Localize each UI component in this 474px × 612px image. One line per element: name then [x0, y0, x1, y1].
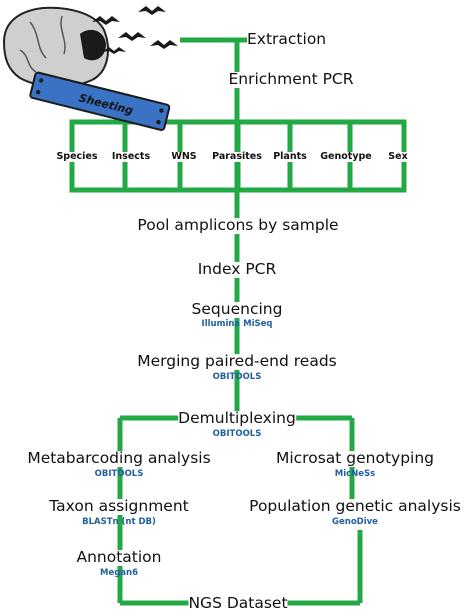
step-microsat-genotyping: Microsat genotyping [275, 449, 435, 467]
sheeting-grommet [159, 108, 164, 113]
step-enrichment-pcr: Enrichment PCR [228, 70, 354, 88]
bat-icon [102, 47, 126, 54]
sheeting-panel [29, 71, 171, 131]
target-insects: Insects [111, 151, 151, 162]
bat-icon [150, 40, 178, 49]
tool-demultiplexing: OBITOOLS [212, 429, 262, 439]
sheeting-grommet [35, 89, 41, 95]
bat-icon [92, 16, 120, 25]
tool-sequencing: Illumina MiSeq [201, 319, 273, 329]
step-metabarcoding: Metabarcoding analysis [27, 449, 211, 467]
cave-entrance [80, 29, 106, 61]
cave-illustration: Sheeting [2, 6, 178, 131]
step-population-genetic-analysis: Population genetic analysis [249, 497, 461, 515]
bat-icon [118, 32, 146, 41]
target-parasites: Parasites [212, 151, 262, 162]
tool-taxon-assignment: BLASTn (nt DB) [82, 517, 156, 527]
tool-metabarcoding: OBITOOLS [94, 469, 144, 479]
tool-population-genetic: GenoDive [332, 517, 378, 527]
tool-merging: OBITOOLS [212, 372, 262, 382]
step-sequencing: Sequencing [191, 300, 283, 318]
bats [92, 6, 178, 54]
tool-microsat: MicNeSs [334, 469, 376, 479]
step-merging: Merging paired-end reads [137, 352, 337, 370]
cave-rock-crack [19, 15, 66, 73]
target-wns: WNS [171, 151, 197, 162]
target-sex: Sex [388, 151, 408, 162]
step-annotation: Annotation [76, 548, 162, 566]
target-species: Species [56, 151, 98, 162]
target-genotype: Genotype [320, 151, 372, 162]
tool-annotation: Megan6 [99, 568, 139, 578]
step-index-pcr: Index PCR [197, 260, 277, 278]
step-demultiplexing: Demultiplexing [178, 409, 296, 427]
step-ngs-dataset: NGS Dataset [188, 594, 288, 612]
step-pool-amplicons: Pool amplicons by sample [137, 216, 339, 234]
sheeting-grommet [156, 119, 161, 125]
sheeting-grommet [38, 78, 44, 83]
bat-icon [138, 6, 166, 15]
target-plants: Plants [273, 151, 307, 162]
step-taxon-assignment: Taxon assignment [49, 497, 189, 515]
step-extraction: Extraction [247, 30, 327, 48]
cave-rock [2, 6, 109, 88]
